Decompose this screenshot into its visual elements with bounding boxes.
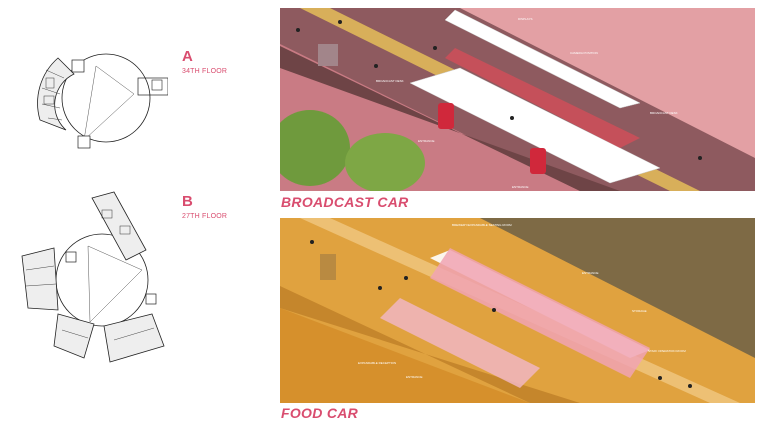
food-callout-reception: EXPANDABLE RECEPTION — [358, 361, 396, 365]
broadcast-callout-displays: DISPLAYS — [518, 17, 532, 21]
plan-letter-b: B — [182, 193, 193, 210]
broadcast-callout-entrance-2: ENTRANCE — [512, 185, 529, 189]
food-callout-staff-room: STAFF OPERATION ROOM — [648, 349, 686, 353]
broadcast-callout-entrance-1: ENTRANCE — [418, 139, 435, 143]
food-car-render: BREWERY/EXPANDABLE SEATING ROOM ENTRANCE… — [280, 218, 755, 403]
food-callout-entrance-1: ENTRANCE — [582, 271, 599, 275]
broadcast-callout-camera: CAMERA POSITION — [570, 51, 598, 55]
food-car-title: FOOD CAR — [281, 405, 359, 421]
plan-letter-a: A — [182, 48, 193, 65]
food-callout-entrance-2: ENTRANCE — [406, 375, 423, 379]
broadcast-callout-desk-2: BROADCAST DESK — [650, 111, 678, 115]
broadcast-car-title: BROADCAST CAR — [281, 194, 409, 210]
floor-plan-a — [37, 53, 168, 149]
food-callout-brewery: BREWERY/EXPANDABLE SEATING ROOM — [452, 223, 512, 227]
food-callout-storage: STORAGE — [632, 309, 647, 313]
broadcast-callout-desk-1: BROADCAST DESK — [376, 79, 404, 83]
plan-floor-a: 34TH FLOOR — [182, 68, 228, 75]
broadcast-car-render: DISPLAYS CAMERA POSITION BROADCAST DESK … — [280, 8, 755, 191]
floor-plan-b — [21, 191, 165, 363]
plan-floor-b: 27TH FLOOR — [182, 213, 228, 220]
